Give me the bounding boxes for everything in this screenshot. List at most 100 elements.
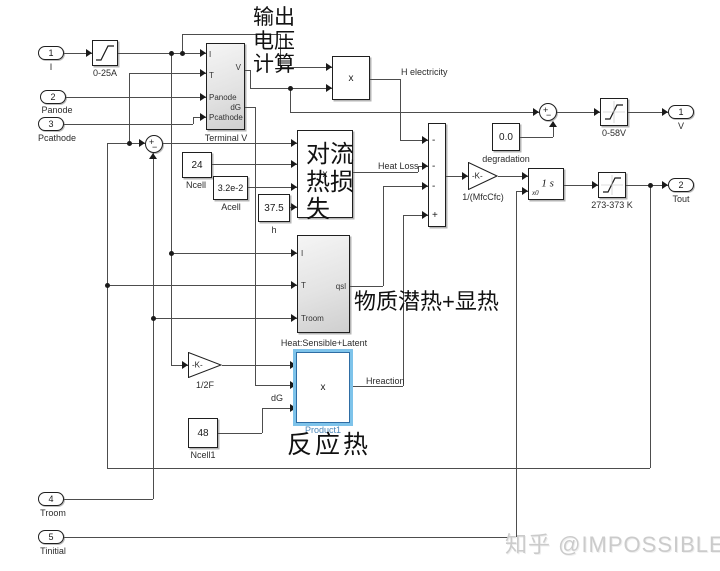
saturation-icon — [603, 101, 625, 123]
saturation-icon — [601, 175, 623, 195]
sum-block-dt[interactable]: + − — [145, 135, 163, 153]
constant-degradation[interactable]: 0.0 — [492, 123, 520, 151]
inport-4[interactable]: 4 — [38, 492, 64, 506]
arrowhead — [182, 361, 188, 369]
terminal-out-V: V — [235, 63, 241, 72]
arrowhead — [200, 49, 206, 57]
wire — [171, 53, 172, 365]
wire — [222, 365, 296, 366]
annotation-latent-sensible[interactable]: 物质潜热+显热 — [354, 289, 499, 314]
gain-block-halfF[interactable]: -K- — [188, 352, 222, 378]
annotation-output-voltage[interactable]: 输出 电压 计算 — [253, 6, 295, 77]
heat-sensible-latent-block[interactable]: I T Troom qsl — [297, 235, 350, 333]
constant-ncell-label: Ncell — [185, 180, 207, 190]
outport-1-label: V — [677, 121, 685, 131]
sum-plus-sign: + — [149, 137, 155, 147]
junction-dot — [288, 86, 293, 91]
wire — [650, 185, 651, 468]
outport-2-label: Tout — [672, 194, 690, 204]
arrowhead — [422, 162, 428, 170]
saturation-block-input[interactable] — [92, 40, 118, 66]
arrowhead — [290, 404, 296, 412]
wire — [107, 143, 108, 468]
arrowhead — [522, 187, 528, 195]
annotation-reaction-heat[interactable]: 反应热 — [287, 431, 372, 459]
product-block-helec[interactable]: x — [332, 56, 370, 100]
wire — [520, 137, 553, 138]
outport-1[interactable]: 1 — [668, 105, 694, 119]
arrowhead — [291, 314, 297, 322]
sum-block-voltage[interactable]: + − — [539, 103, 557, 121]
terminal-in-T: T — [209, 71, 214, 80]
constant-h[interactable]: 37.5 — [258, 194, 290, 222]
gain-mfccfc-label: 1/(MfcCfc) — [462, 192, 504, 202]
inport-3-label: Pcathode — [37, 133, 77, 143]
gain-value: -K- — [192, 360, 203, 370]
gain-value: -K- — [472, 171, 483, 181]
sum-block-thermal[interactable]: - - - + — [428, 123, 446, 227]
wire — [129, 73, 206, 74]
wire — [64, 537, 516, 538]
integrator-denominator: s — [549, 177, 554, 190]
constant-ncell1[interactable]: 48 — [188, 418, 218, 448]
wire — [66, 97, 206, 98]
inport-5[interactable]: 5 — [38, 530, 64, 544]
arrowhead — [139, 139, 145, 147]
wire — [193, 117, 206, 118]
constant-h-label: h — [271, 225, 277, 235]
integrator-block[interactable]: 1 s x0 — [528, 168, 564, 200]
wire — [64, 53, 92, 54]
inport-5-label: Tinitial — [40, 546, 66, 556]
product1-block-selected[interactable]: x — [296, 352, 350, 423]
arrowhead — [290, 381, 296, 389]
arrowhead — [594, 108, 600, 116]
arrowhead — [200, 93, 206, 101]
heat-block-label: Heat:Sensible+Latent — [280, 338, 368, 348]
product-block-convection[interactable]: x — [297, 130, 353, 218]
inport-1-label: I — [49, 62, 53, 72]
wire — [64, 499, 153, 500]
junction-dot — [180, 51, 185, 56]
wire — [107, 143, 145, 144]
heat-in-T: T — [301, 281, 306, 290]
arrowhead — [422, 211, 428, 219]
wire — [626, 185, 668, 186]
wire — [153, 318, 297, 319]
junction-dot — [169, 251, 174, 256]
wire — [290, 88, 291, 112]
inport-2[interactable]: 2 — [40, 90, 66, 104]
inport-1[interactable]: 1 — [38, 46, 64, 60]
arrowhead — [200, 113, 206, 121]
wire — [193, 117, 194, 124]
constant-acell[interactable]: 3.2e-2 — [213, 176, 248, 200]
signal-label-h-electricity: H electricity — [401, 67, 448, 77]
arrowhead — [291, 139, 297, 147]
arrowhead — [592, 181, 598, 189]
wire — [280, 67, 332, 68]
arrowhead — [422, 182, 428, 190]
wire — [383, 186, 428, 187]
wire — [400, 79, 401, 140]
wire — [498, 176, 528, 177]
inport-3[interactable]: 3 — [38, 117, 64, 131]
terminal-in-Panode: Panode — [209, 93, 237, 102]
terminal-out-dG: dG — [230, 103, 241, 112]
wire — [64, 124, 193, 125]
outport-2[interactable]: 2 — [668, 178, 694, 192]
wire — [171, 365, 188, 366]
wire — [262, 408, 296, 409]
terminal-v-block[interactable]: I T Panode Pcathode V dG — [206, 43, 245, 130]
wire — [403, 215, 428, 216]
saturation-block-temp[interactable] — [598, 172, 626, 198]
gain-block-mfccfc[interactable]: -K- — [468, 162, 498, 190]
arrowhead — [422, 136, 428, 144]
constant-ncell[interactable]: 24 — [182, 152, 212, 178]
wire — [182, 34, 183, 53]
signal-label-hreaction: Hreaction — [366, 376, 405, 386]
arrowhead — [522, 172, 528, 180]
wire — [418, 166, 419, 172]
wire — [218, 433, 262, 434]
annotation-convection-loss[interactable]: 对流 热损 失 — [306, 141, 354, 224]
saturation-block-voltage[interactable] — [600, 98, 628, 126]
